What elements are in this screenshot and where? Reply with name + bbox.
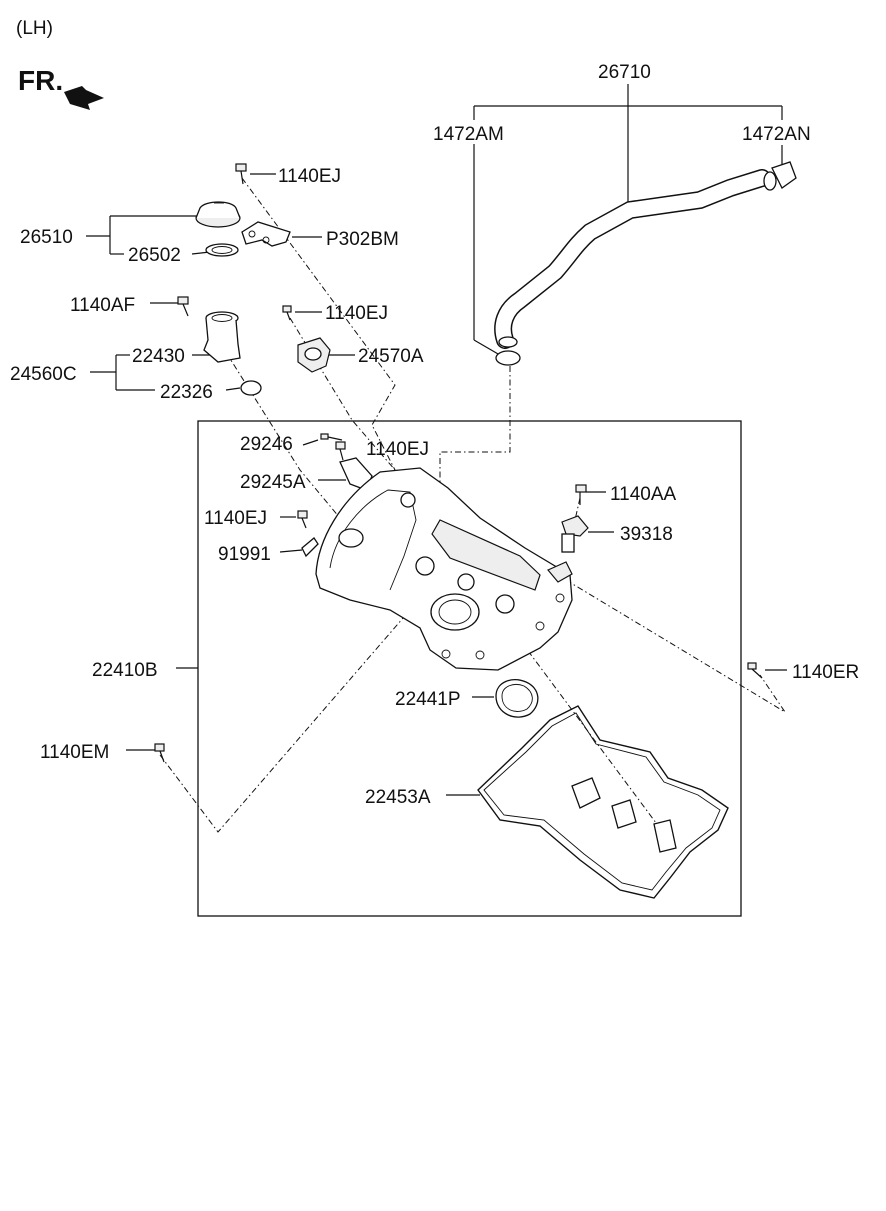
label-26510: 26510 xyxy=(20,227,73,248)
o-ring xyxy=(240,380,262,396)
bolt-icon xyxy=(154,743,165,763)
label-26710: 26710 xyxy=(598,62,651,83)
oil-filler-cap xyxy=(195,201,241,228)
bolt-icon xyxy=(575,484,587,505)
camshaft-sensor xyxy=(561,515,589,553)
label-1140AF: 1140AF xyxy=(70,295,135,316)
label-1140AA: 1140AA xyxy=(610,484,677,505)
label-24570A: 24570A xyxy=(358,346,424,367)
bolt-icon xyxy=(177,296,189,317)
front-label: FR. xyxy=(18,65,63,96)
hose-clamp-left xyxy=(495,336,521,366)
label-39318: 39318 xyxy=(620,524,673,545)
stud xyxy=(320,433,343,441)
label-22326: 22326 xyxy=(160,382,213,403)
label-22441P: 22441P xyxy=(395,689,461,710)
label-24560C: 24560C xyxy=(10,364,77,385)
bolt-icon xyxy=(747,662,763,679)
label-1472AN: 1472AN xyxy=(742,124,811,145)
front-arrow-icon xyxy=(64,86,104,110)
cover-gasket xyxy=(477,705,729,899)
label-29245A: 29245A xyxy=(240,472,306,493)
label-1140EJ-left: 1140EJ xyxy=(204,508,267,529)
label-91991: 91991 xyxy=(218,544,271,565)
cylinder-head-cover xyxy=(315,467,573,671)
label-22430: 22430 xyxy=(132,346,185,367)
label-1140EJ-mid: 1140EJ xyxy=(325,303,388,324)
housing xyxy=(297,337,331,373)
label-22453A: 22453A xyxy=(365,787,431,808)
label-P302BM: P302BM xyxy=(326,229,399,250)
label-26502: 26502 xyxy=(128,245,181,266)
label-1472AM: 1472AM xyxy=(433,124,504,145)
side-label: (LH) xyxy=(16,18,53,39)
plug-gasket xyxy=(495,679,539,718)
bolt-icon xyxy=(297,510,308,529)
label-29246: 29246 xyxy=(240,434,293,455)
bolt-icon xyxy=(235,163,247,185)
bolt-icon xyxy=(335,441,346,461)
label-1140ER: 1140ER xyxy=(792,662,859,683)
filler-neck xyxy=(203,311,241,363)
bracket xyxy=(241,221,291,247)
bolt-icon xyxy=(282,305,292,321)
label-1140EJ-top: 1140EJ xyxy=(278,166,341,187)
clip xyxy=(301,537,319,558)
cap-gasket xyxy=(205,243,239,257)
hose-clamp-right xyxy=(763,161,797,191)
label-22410B: 22410B xyxy=(92,660,158,681)
label-1140EJ-cover: 1140EJ xyxy=(366,439,429,460)
label-1140EM: 1140EM xyxy=(40,742,109,763)
